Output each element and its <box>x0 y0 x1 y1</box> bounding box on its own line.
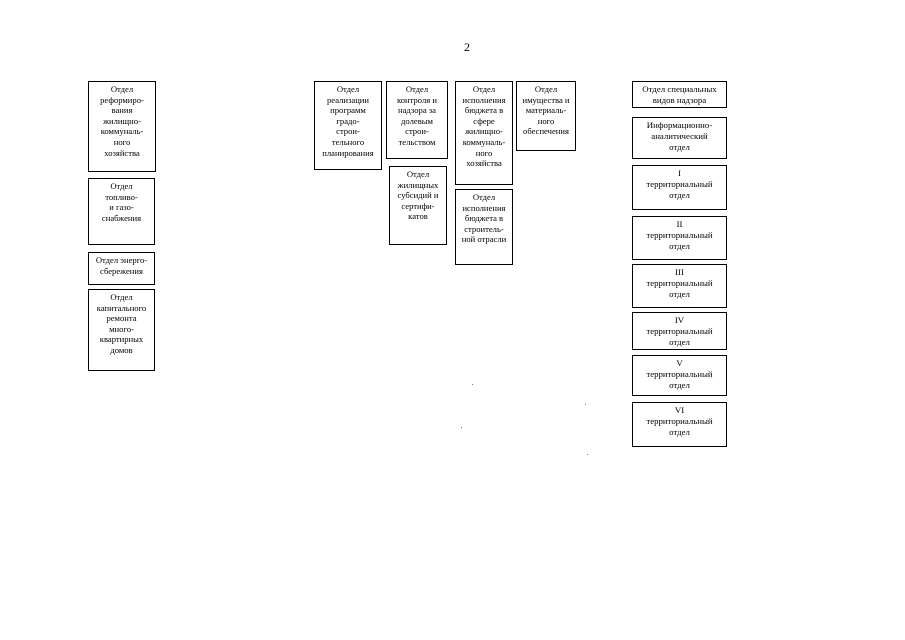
dept-territorial-4: IV территориальный отдел <box>632 312 727 350</box>
dept-energy-saving-label: Отдел энерго- сбережения <box>95 255 148 276</box>
scan-speck <box>585 404 586 405</box>
dept-programs: Отдел реализации программ градо- строи- … <box>314 81 382 170</box>
dept-housing-reform: Отдел реформиро- вания жилищно- коммунал… <box>88 81 156 172</box>
dept-shared-construction-control: Отдел контроля и надзора за долевым стро… <box>386 81 448 159</box>
dept-special-supervision: Отдел специальных видов надзора <box>632 81 727 108</box>
page-number: 2 <box>464 40 470 54</box>
dept-territorial-5-label: V территориальный отдел <box>646 358 713 390</box>
dept-programs-label: Отдел реализации программ градо- строи- … <box>322 84 374 158</box>
dept-territorial-3: III территориальный отдел <box>632 264 727 308</box>
dept-territorial-4-label: IV территориальный отдел <box>646 315 713 347</box>
dept-special-supervision-label: Отдел специальных видов надзора <box>642 84 717 105</box>
scan-speck <box>472 384 473 385</box>
dept-territorial-6: VI территориальный отдел <box>632 402 727 447</box>
dept-territorial-5: V территориальный отдел <box>632 355 727 396</box>
dept-fuel-gas-label: Отдел топливо- и газо- снабжения <box>101 181 142 223</box>
dept-housing-subsidies: Отдел жилищных субсидий и сертифи- катов <box>389 166 447 245</box>
dept-info-analytics-label: Информационно- аналитический отдел <box>646 120 713 152</box>
dept-property-supply-label: Отдел имущества и материаль- ного обеспе… <box>522 84 570 137</box>
dept-energy-saving: Отдел энерго- сбережения <box>88 252 155 285</box>
scan-speck <box>587 454 588 455</box>
dept-territorial-1: I территориальный отдел <box>632 165 727 210</box>
dept-budget-construction: Отдел исполнения бюджета в строитель- но… <box>455 189 513 265</box>
dept-shared-construction-control-label: Отдел контроля и надзора за долевым стро… <box>397 84 437 147</box>
dept-budget-housing-label: Отдел исполнения бюджета в сфере жилищно… <box>462 84 506 169</box>
scan-speck <box>461 427 462 428</box>
dept-territorial-6-label: VI территориальный отдел <box>646 405 713 437</box>
dept-budget-housing: Отдел исполнения бюджета в сфере жилищно… <box>455 81 513 185</box>
dept-housing-reform-label: Отдел реформиро- вания жилищно- коммунал… <box>100 84 144 158</box>
dept-capital-repair: Отдел капитального ремонта много- кварти… <box>88 289 155 371</box>
dept-info-analytics: Информационно- аналитический отдел <box>632 117 727 159</box>
dept-territorial-1-label: I территориальный отдел <box>646 168 713 200</box>
dept-territorial-2: II территориальный отдел <box>632 216 727 260</box>
dept-territorial-3-label: III территориальный отдел <box>646 267 713 299</box>
dept-property-supply: Отдел имущества и материаль- ного обеспе… <box>516 81 576 151</box>
dept-territorial-2-label: II территориальный отдел <box>646 219 713 251</box>
dept-fuel-gas: Отдел топливо- и газо- снабжения <box>88 178 155 245</box>
dept-budget-construction-label: Отдел исполнения бюджета в строитель- но… <box>461 192 507 245</box>
dept-housing-subsidies-label: Отдел жилищных субсидий и сертифи- катов <box>397 169 439 222</box>
dept-capital-repair-label: Отдел капитального ремонта много- кварти… <box>96 292 147 355</box>
